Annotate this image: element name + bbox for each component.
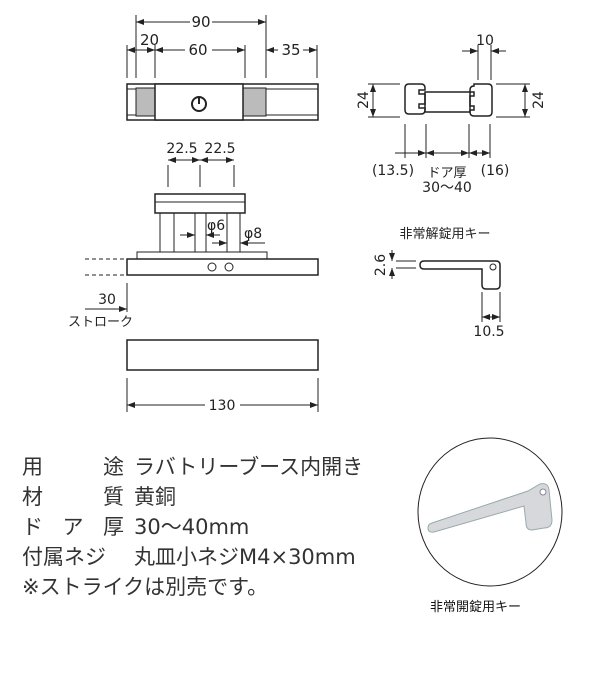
dim-length-130: 130 (209, 398, 236, 414)
spec-label: 用途 (22, 452, 134, 482)
spec-label-char: 材 (22, 485, 43, 509)
dim-pin-small: φ6 (207, 218, 225, 234)
key-detail-title: 非常解錠用キー (399, 227, 490, 242)
spec-value: 丸皿小ネジM4×30mm (134, 545, 356, 569)
dim-right-offset: (16) (481, 163, 510, 179)
dim-pitch-right: 22.5 (204, 141, 235, 157)
dim-center-60: 60 (188, 41, 207, 59)
dim-key-thickness: 2.6 (373, 254, 389, 276)
spec-label-char: 厚 (103, 515, 124, 539)
bottom-view (126, 339, 319, 412)
dim-right-35: 35 (281, 41, 300, 59)
spec-list: 用途 ラバトリーブース内開き 材質 黄銅 ドア厚 30〜40mm 付属ネジ 丸皿… (22, 452, 363, 602)
spec-label: 材質 (22, 482, 134, 512)
spec-row-material: 材質 黄銅 (22, 482, 363, 512)
dim-left-20: 20 (140, 31, 159, 49)
stroke-label: ストローク (68, 315, 133, 330)
door-section-view (368, 45, 530, 158)
spec-note: ※ストライクは別売です。 (22, 575, 269, 599)
door-thickness-range: 30〜40 (422, 180, 472, 196)
spec-label: 付属ネジ (22, 542, 134, 572)
spec-row-door-thickness: ドア厚 30〜40mm (22, 512, 363, 542)
spec-value: ラバトリーブース内開き (134, 455, 364, 479)
dim-key-width: 10.5 (473, 324, 504, 340)
dim-stroke: 30 (98, 292, 116, 308)
spec-row-screws: 付属ネジ 丸皿小ネジM4×30mm (22, 542, 363, 572)
dim-top-10: 10 (476, 33, 494, 49)
dim-pin-large: φ8 (244, 226, 262, 242)
spec-label-char: ド (22, 515, 43, 539)
spec-row-use: 用途 ラバトリーブース内開き (22, 452, 363, 482)
door-thickness-label: ドア厚 (427, 166, 466, 181)
spec-value: 30〜40mm (134, 515, 250, 539)
dim-left-offset: (13.5) (372, 163, 414, 179)
spec-label-char: ア (62, 515, 84, 539)
key-detail-view (389, 250, 501, 322)
spec-label-char: 質 (103, 485, 124, 509)
spec-value: 黄銅 (134, 485, 176, 509)
photo-caption: 非常開錠用キー (430, 600, 522, 615)
dim-height-left: 24 (356, 91, 372, 109)
side-view (85, 157, 319, 312)
spec-label-char: 途 (103, 455, 124, 479)
key-photo (417, 437, 563, 587)
spec-label-char: 付属ネジ (22, 545, 106, 569)
spec-label-char: 用 (22, 455, 43, 479)
dim-height-right: 24 (531, 91, 547, 109)
dim-overall-90: 90 (191, 13, 210, 31)
spec-label: ドア厚 (22, 512, 134, 542)
top-view (126, 15, 319, 121)
dim-pitch-left: 22.5 (166, 141, 197, 157)
